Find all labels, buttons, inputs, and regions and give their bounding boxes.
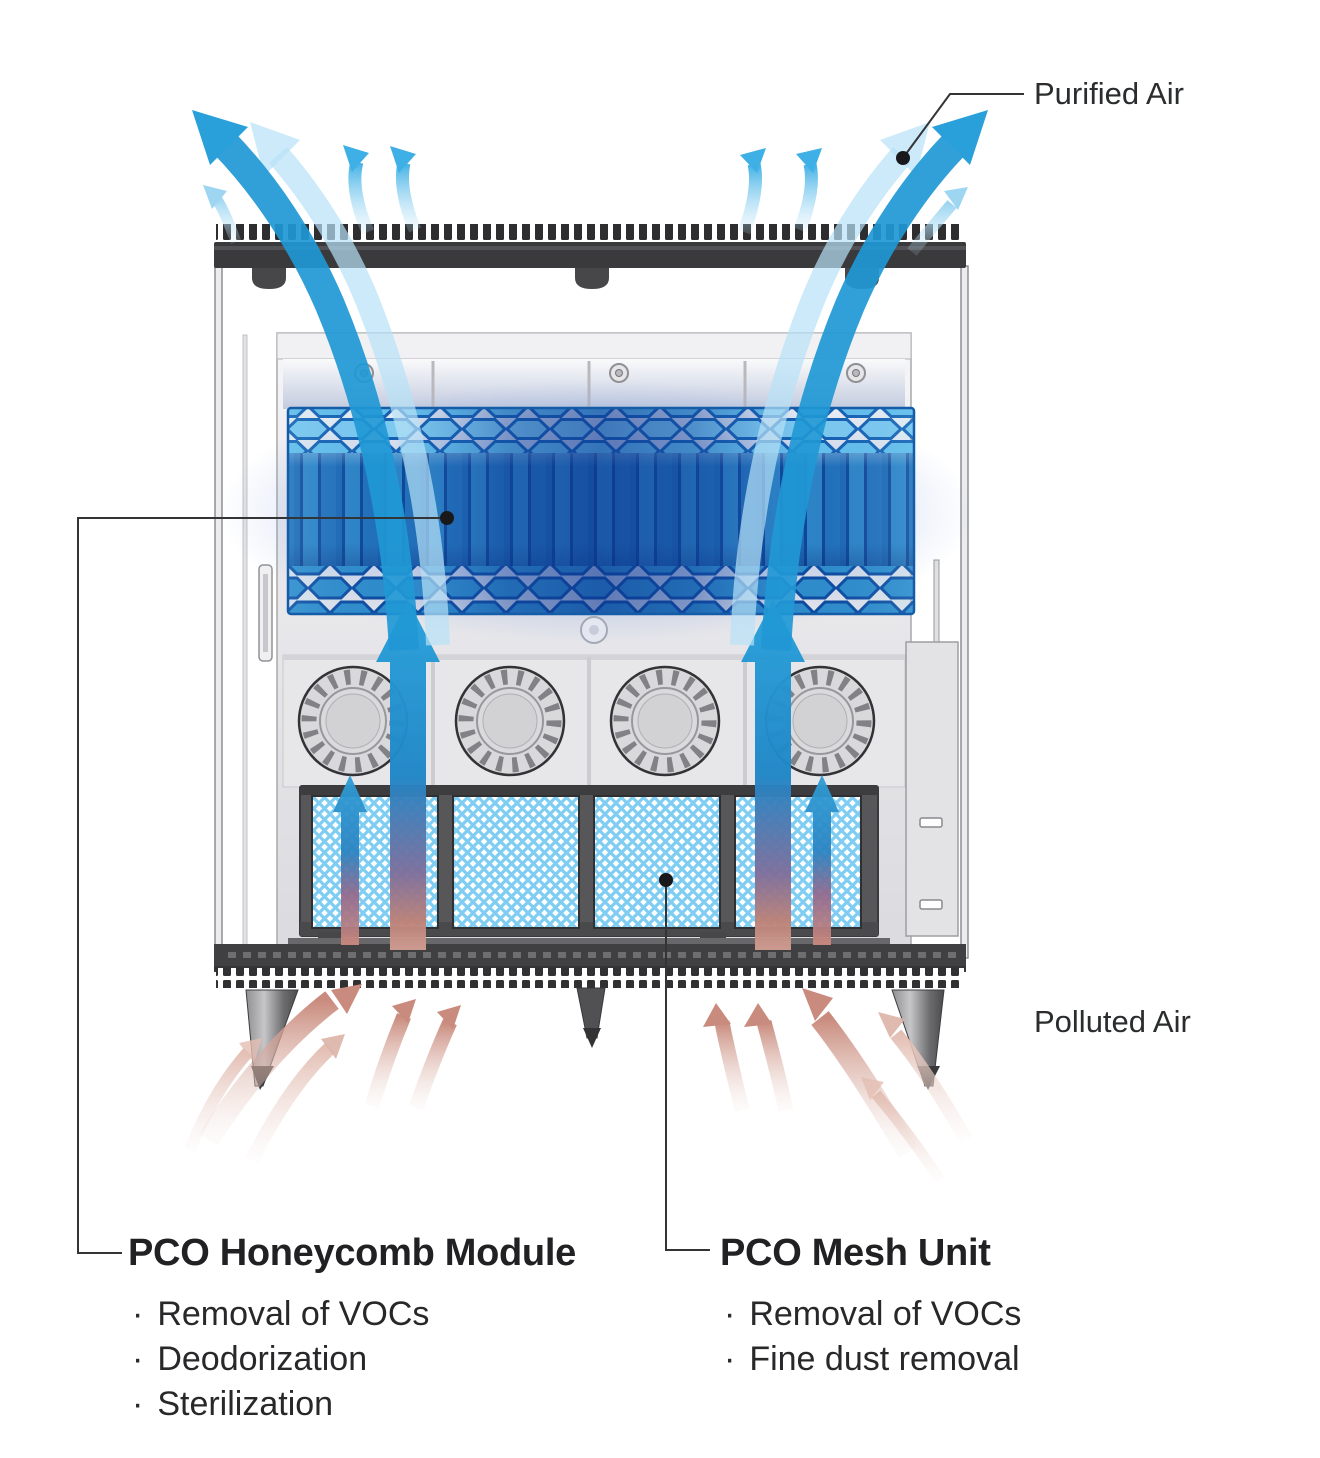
bottom-grille — [214, 944, 966, 988]
bullet-dot: · — [132, 1385, 144, 1423]
bullet-dot: · — [132, 1340, 144, 1378]
leader-lines — [77, 93, 1024, 1254]
mesh-unit-graphic — [282, 785, 890, 961]
honeycomb-leader — [77, 517, 447, 1254]
bullet-dot: · — [132, 1295, 144, 1333]
top-exhaust-arrows — [203, 145, 968, 256]
polluted-air-label: Polluted Air — [1034, 1004, 1191, 1039]
mesh-leader — [665, 880, 710, 1251]
feature-item: · Deodorization — [132, 1337, 576, 1382]
feature-item: · Removal of VOCs — [132, 1292, 576, 1337]
honeycomb-leader-dot — [440, 511, 454, 525]
purified-air-label: Purified Air — [1034, 76, 1184, 111]
mesh-panel — [452, 795, 580, 929]
fan — [609, 665, 721, 777]
mesh-leader-dot — [659, 873, 673, 887]
feature-item: · Sterilization — [132, 1382, 576, 1427]
center-leg — [576, 987, 606, 1039]
honeycomb-module-title: PCO Honeycomb Module — [128, 1232, 576, 1274]
fan-array — [282, 654, 906, 788]
feature-text: Removal of VOCs — [157, 1295, 430, 1333]
feature-text: Fine dust removal — [749, 1340, 1020, 1378]
feature-text: Removal of VOCs — [749, 1295, 1022, 1333]
grommet-center — [589, 625, 599, 635]
feature-item: · Fine dust removal — [724, 1337, 1021, 1382]
feature-text: Sterilization — [157, 1385, 334, 1423]
left-latch — [258, 564, 273, 662]
mesh-unit-callout: PCO Mesh Unit · Removal of VOCs · Fine d… — [720, 1230, 1021, 1382]
bullet-dot: · — [724, 1295, 736, 1333]
honeycomb-module-features: · Removal of VOCs · Deodorization · Ster… — [132, 1292, 576, 1427]
side-access-door — [905, 641, 959, 937]
mesh-panel — [734, 795, 862, 929]
mesh-unit-title: PCO Mesh Unit — [720, 1232, 991, 1274]
feature-text: Deodorization — [157, 1340, 368, 1378]
screw-head — [846, 363, 866, 383]
mesh-unit-features: · Removal of VOCs · Fine dust removal — [724, 1292, 1021, 1382]
polluted-air-arrows — [184, 984, 973, 1184]
fan — [454, 665, 566, 777]
interior-airflow-arrows — [333, 600, 839, 950]
screw-head — [609, 363, 629, 383]
bullet-dot: · — [724, 1340, 736, 1378]
feature-item: · Removal of VOCs — [724, 1292, 1021, 1337]
purified-air-leader — [902, 93, 1024, 159]
purified-air-leader-dot — [896, 151, 910, 165]
mesh-panel — [593, 795, 721, 929]
purified-air-streams — [192, 110, 988, 651]
honeycomb-module-callout: PCO Honeycomb Module · Removal of VOCs ·… — [128, 1230, 576, 1427]
